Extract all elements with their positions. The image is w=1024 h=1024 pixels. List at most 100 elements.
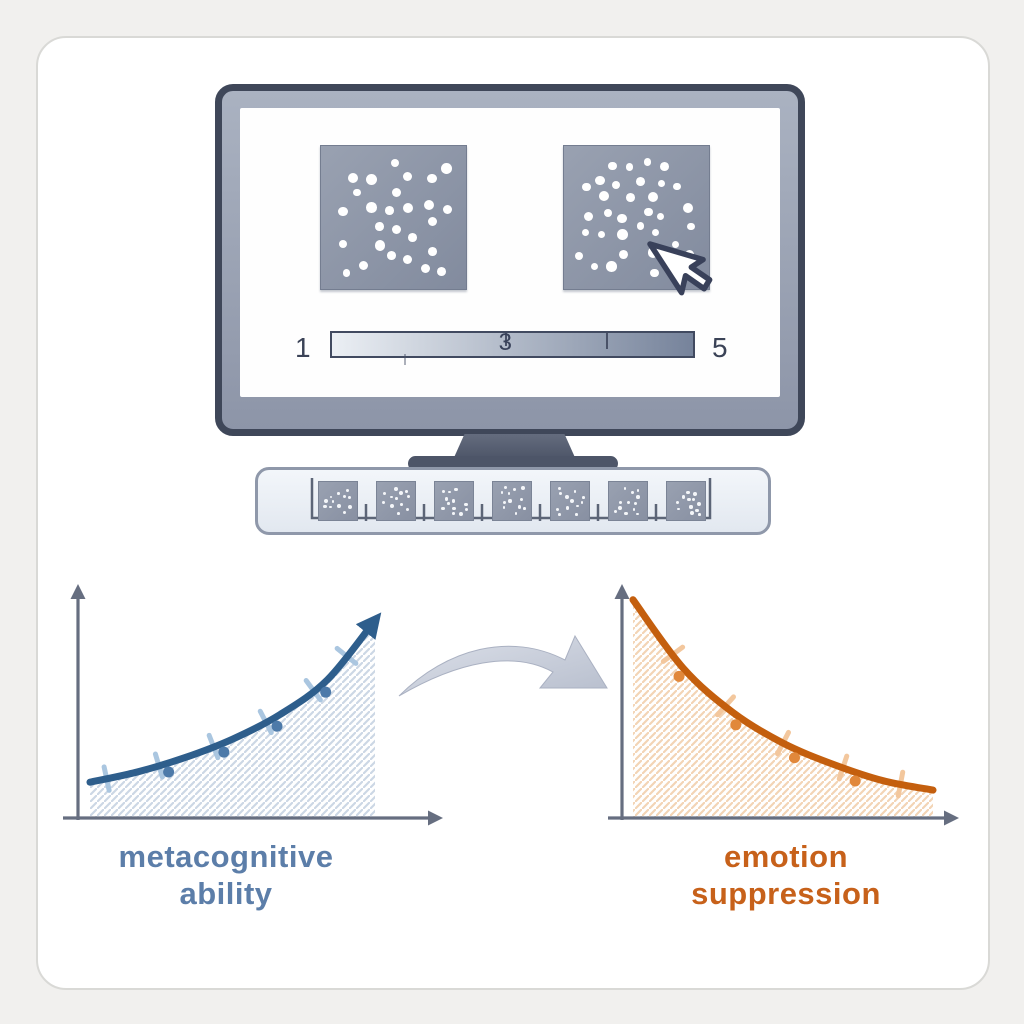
stimulus-dot — [427, 173, 437, 183]
stimulus-dot — [427, 246, 437, 256]
data-point — [788, 752, 800, 764]
stimulus-dot — [390, 504, 395, 509]
stimulus-dot — [603, 208, 612, 218]
stimulus-dot — [643, 207, 653, 217]
trial-thumbnail — [318, 481, 358, 521]
stimulus-dot — [339, 240, 348, 249]
stimulus-dot — [442, 204, 453, 215]
stimulus-dot — [523, 507, 526, 510]
stimulus-dot — [386, 250, 396, 260]
stimulus-dot — [385, 206, 394, 215]
stimulus-dot — [342, 510, 347, 515]
stimulus-dot — [441, 489, 445, 493]
stimulus-dot — [324, 499, 329, 504]
rating-scale-max-label: 5 — [712, 332, 728, 363]
stimulus-dot — [627, 501, 631, 505]
stimulus-dot — [502, 505, 506, 509]
stimulus-dot — [636, 512, 640, 516]
stimulus-dot — [383, 491, 387, 496]
data-point — [320, 686, 332, 698]
stimulus-dot — [557, 513, 561, 516]
trend-curve — [86, 612, 382, 786]
rating-scale-tick — [505, 333, 508, 346]
stimulus-dot — [464, 507, 469, 512]
stimulus-dot — [559, 492, 563, 496]
stimulus-dot — [693, 491, 697, 496]
stimulus-dot — [337, 503, 342, 508]
stimulus-dot — [648, 191, 659, 203]
stimulus-dot — [575, 513, 578, 516]
stimulus-dot — [382, 501, 386, 505]
stimulus-dot — [651, 228, 660, 237]
trial-thumbnail — [376, 481, 416, 521]
stimulus-dot — [441, 506, 445, 511]
label-metacognitive-ability: metacognitive ability — [61, 838, 391, 912]
rating-scale-tick — [404, 354, 407, 365]
stimulus-dot — [329, 495, 333, 499]
stimulus-dot — [323, 504, 327, 509]
x-axis-arrowhead — [944, 810, 959, 826]
data-point — [271, 720, 283, 732]
hatched-area — [633, 599, 933, 818]
stimulus-dot — [660, 162, 669, 172]
label-line: metacognitive — [118, 839, 334, 874]
stimulus-dot — [365, 173, 377, 185]
label-line: suppression — [691, 876, 881, 911]
stimulus-dot — [398, 491, 403, 495]
stimulus-dot — [595, 175, 605, 186]
trend-curve — [629, 596, 937, 794]
stimulus-dot — [681, 495, 686, 499]
stimulus-dot — [694, 508, 699, 513]
stimulus-dot — [582, 182, 591, 192]
stimulus-dot — [632, 507, 636, 511]
stimulus-dot — [375, 222, 384, 231]
stimulus-dot — [405, 507, 409, 511]
stimulus-dot — [605, 261, 617, 272]
dot-patch-left[interactable] — [320, 145, 467, 290]
stimulus-dot — [575, 251, 584, 260]
hatched-area — [90, 620, 375, 818]
data-point — [730, 719, 742, 731]
trial-thumbnail — [434, 481, 474, 521]
data-point — [218, 746, 230, 758]
stimulus-dot — [420, 263, 430, 274]
stimulus-dot — [389, 495, 393, 499]
mouse-cursor-icon — [647, 241, 713, 296]
stimulus-dot — [698, 513, 701, 516]
stimulus-dot — [687, 497, 691, 501]
stimulus-dot — [583, 212, 593, 222]
trial-thumbnail — [666, 481, 706, 521]
stimulus-dot — [444, 497, 449, 501]
stimulus-dot — [464, 502, 468, 507]
stimulus-dot — [427, 216, 438, 227]
stimulus-dot — [337, 492, 340, 495]
stimulus-dot — [633, 501, 637, 505]
stimulus-dot — [441, 163, 453, 175]
stimulus-dot — [392, 224, 402, 234]
stimulus-dot — [643, 158, 652, 167]
stimulus-dot — [650, 268, 659, 278]
axes — [608, 596, 947, 820]
label-line: ability — [179, 876, 273, 911]
stimulus-dot — [618, 506, 622, 511]
stimulus-dot — [452, 507, 456, 511]
stimulus-dot — [447, 502, 450, 505]
label-line: emotion — [723, 839, 849, 874]
stimulus-dot — [636, 488, 640, 492]
stimulus-dot — [396, 512, 400, 516]
data-points — [673, 670, 861, 787]
stimulus-dot — [611, 180, 621, 189]
stimulus-dot — [618, 250, 628, 260]
stimulus-dot — [500, 490, 504, 494]
stimulus-dot — [671, 240, 680, 248]
stimulus-dot — [623, 487, 627, 490]
stimulus-dot — [576, 504, 579, 508]
stimulus-dot — [676, 500, 680, 504]
stimulus-dot — [358, 260, 369, 270]
stimulus-dot — [512, 488, 516, 492]
rating-scale-bar[interactable]: 3 — [330, 329, 695, 365]
stimulus-dot — [517, 504, 522, 509]
stimulus-dot — [348, 173, 358, 183]
stimulus-dot — [407, 494, 411, 499]
stimulus-dot — [580, 501, 584, 504]
